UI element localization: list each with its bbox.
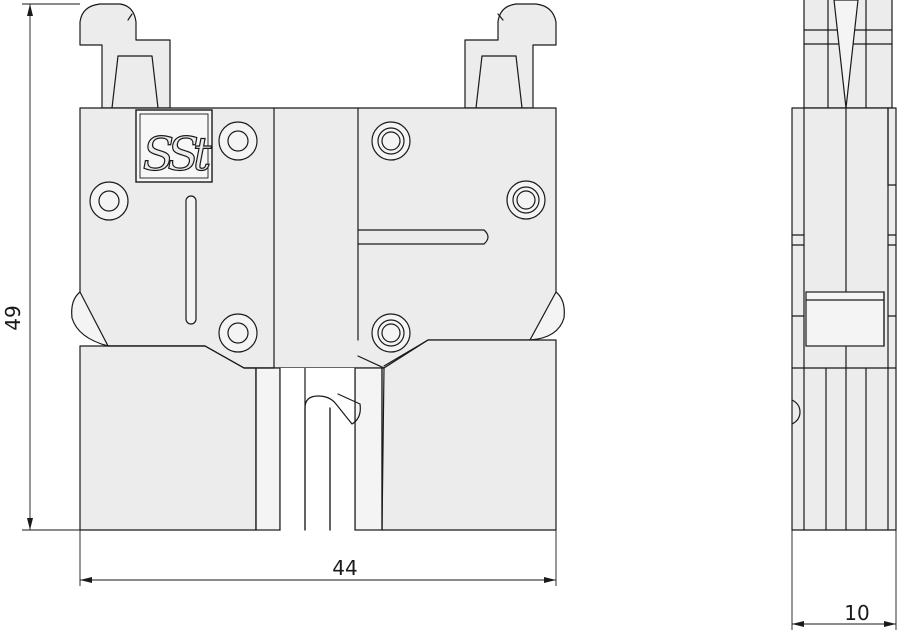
screw-hole [218, 313, 258, 353]
logo-box [135, 109, 213, 183]
right-ear [528, 291, 565, 341]
dimension-width: 44 [79, 530, 557, 586]
left-ear [71, 291, 110, 347]
front-view: SSt [71, 3, 565, 531]
width-dimension-label: 44 [332, 556, 357, 580]
screw-hole [89, 181, 129, 221]
lower-housing [79, 345, 257, 531]
center-hook [304, 393, 361, 531]
screw-hole [506, 180, 546, 220]
screw-hole [218, 121, 258, 161]
logo-text: SSt [143, 127, 212, 181]
vertical-slot [185, 195, 197, 325]
dimension-height: 49 [1, 3, 80, 531]
dimension-depth: 10 [791, 530, 897, 630]
height-dimension-label: 49 [1, 305, 25, 330]
screw-hole [371, 313, 411, 353]
screw-hole [371, 121, 411, 161]
side-view [791, 0, 897, 531]
depth-dimension-label: 10 [844, 601, 869, 625]
